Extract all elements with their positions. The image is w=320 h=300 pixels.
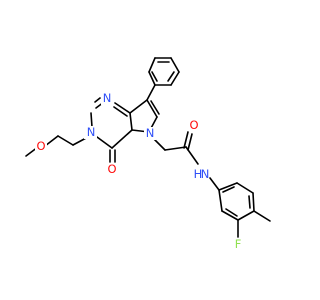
bond: [44, 135, 59, 147]
bond: [148, 71, 156, 86]
double-bond: [94, 97, 101, 103]
double-bond: [248, 195, 251, 209]
carbonyl-oxygen-label: O: [107, 162, 116, 176]
bond: [209, 177, 220, 191]
bond: [90, 112, 93, 128]
amide-oxygen-label: O: [189, 118, 198, 132]
bond: [218, 189, 223, 212]
pyrimidine-n1-label: N: [103, 91, 112, 105]
double-bond: [187, 133, 193, 151]
bond: [237, 210, 255, 221]
double-bond: [150, 100, 160, 115]
bond: [111, 129, 133, 149]
amide-n-label: N: [201, 167, 210, 181]
bond: [164, 146, 187, 151]
bond: [148, 57, 156, 73]
bond: [170, 71, 180, 86]
molecule-canvas: N N N O O O H N F: [25, 57, 271, 251]
bond: [252, 192, 255, 212]
double-bond: [225, 208, 238, 217]
bond: [221, 210, 239, 221]
bond: [146, 84, 156, 101]
methoxy-oxygen-label: O: [36, 139, 45, 153]
pyrimidine-n3-label: N: [87, 125, 96, 139]
molecule-structure: N N N O O O H N F: [25, 57, 271, 251]
double-bond: [151, 71, 158, 82]
amide-h-label: H: [194, 167, 203, 181]
pyrrole-n5-label: N: [146, 126, 155, 140]
atom-labels: N N N O O O H N F: [35, 91, 241, 251]
bond: [170, 57, 180, 73]
double-bond: [222, 186, 235, 193]
double-bond: [183, 131, 189, 149]
bond: [185, 146, 199, 165]
acetamide-linker: [152, 131, 220, 191]
bond: [129, 112, 133, 131]
pyrimidine-ring: [90, 97, 133, 149]
fluorine-label: F: [235, 237, 242, 251]
bond: [96, 136, 113, 149]
bond: [218, 182, 238, 191]
bond: [146, 99, 158, 118]
bond: [236, 182, 254, 194]
double-bond: [167, 71, 175, 82]
double-bond: [113, 106, 128, 117]
phenyl-ring: [148, 57, 180, 86]
bond: [114, 102, 131, 114]
methyl-bond: [253, 210, 271, 222]
pyrrole-ring: [129, 99, 160, 133]
bond: [57, 135, 74, 146]
bond: [129, 99, 148, 114]
fluoromethylphenyl-ring: [218, 182, 271, 238]
